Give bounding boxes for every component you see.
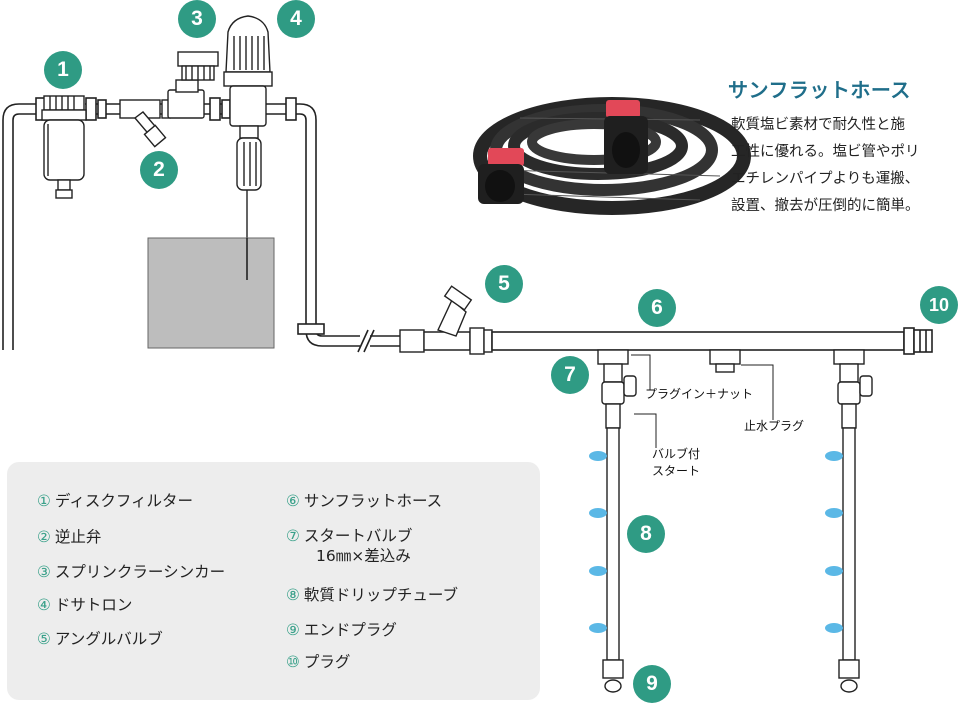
valve-start-callout: バルブ付 スタート xyxy=(652,446,700,480)
legend-label: プラグ xyxy=(303,653,351,671)
plug-nut-leader xyxy=(631,354,651,390)
badge-4: 4 xyxy=(277,0,315,38)
badge-10: 10 xyxy=(920,286,958,324)
plug-nut-callout: プラグイン＋ナット xyxy=(645,387,754,401)
disc-filter xyxy=(41,95,87,199)
check-valve xyxy=(119,99,171,148)
legend-num: ② xyxy=(37,528,51,546)
supply-pipe xyxy=(2,103,40,350)
sprinkler-sinker xyxy=(167,51,219,119)
start-valve-left xyxy=(597,349,637,429)
badge-8: 8 xyxy=(627,515,665,553)
hose-description: 軟質塩ビ素材で耐久性と施 工性に優れる。塩ビ管やポリ エチレンパイプよりも運搬、… xyxy=(731,112,959,220)
main-hose xyxy=(491,327,933,355)
chemical-tank xyxy=(147,237,275,349)
drip-tube-left xyxy=(602,427,624,693)
legend-label: 逆止弁 xyxy=(54,528,102,546)
badge-6: 6 xyxy=(638,289,676,327)
badge-1: 1 xyxy=(44,51,82,89)
legend-label: スプリンクラーシンカー xyxy=(54,563,226,581)
stop-plug xyxy=(709,349,741,373)
stop-plug-leader xyxy=(741,364,774,420)
legend-num: ⑥ xyxy=(286,492,300,510)
legend-sublabel: 16㎜×差込み xyxy=(316,547,411,565)
drop-pipe xyxy=(297,103,400,353)
legend-num: ③ xyxy=(37,563,51,581)
badge-7: 7 xyxy=(551,356,589,394)
drip-tube-right xyxy=(838,427,860,693)
legend-num: ⑦ xyxy=(286,527,300,545)
hose-desc-line: エチレンパイプよりも運搬、 xyxy=(731,171,920,187)
hose-desc-line: 工性に優れる。塩ビ管やポリ xyxy=(731,144,920,160)
hose-photo xyxy=(473,97,751,215)
valve-start-callout-line1: バルブ付 xyxy=(652,447,701,461)
legend-num: ⑨ xyxy=(286,621,300,639)
valve-start-callout-line2: スタート xyxy=(652,464,701,478)
legend-label: サンフラットホース xyxy=(303,492,443,510)
badge-5: 5 xyxy=(485,265,523,303)
hose-desc-line: 設置、撤去が圧倒的に簡単。 xyxy=(731,198,920,214)
badge-2: 2 xyxy=(140,151,178,189)
legend-num: ① xyxy=(37,492,51,510)
legend-num: ④ xyxy=(37,596,51,614)
badge-9: 9 xyxy=(633,665,671,703)
legend-label: アングルバルブ xyxy=(54,630,163,648)
legend-label: 軟質ドリップチューブ xyxy=(303,586,458,604)
angle-valve xyxy=(399,285,493,355)
stop-plug-callout: 止水プラグ xyxy=(744,419,805,433)
legend-panel xyxy=(7,462,540,700)
legend-label: ドサトロン xyxy=(54,596,133,614)
hose-title: サンフラットホース xyxy=(728,78,911,102)
legend-label: ディスクフィルター xyxy=(54,492,194,510)
start-valve-right xyxy=(833,349,873,429)
legend-num: ⑧ xyxy=(286,586,300,604)
legend-num: ⑩ xyxy=(286,653,300,671)
valve-start-leader xyxy=(634,413,657,448)
hose-desc-line: 軟質塩ビ素材で耐久性と施 xyxy=(731,117,905,133)
legend-label: エンドプラグ xyxy=(303,621,397,639)
badge-3: 3 xyxy=(178,0,216,38)
legend-num: ⑤ xyxy=(37,630,51,648)
legend-label: スタートバルブ xyxy=(303,527,413,545)
drip-drops xyxy=(589,451,843,633)
